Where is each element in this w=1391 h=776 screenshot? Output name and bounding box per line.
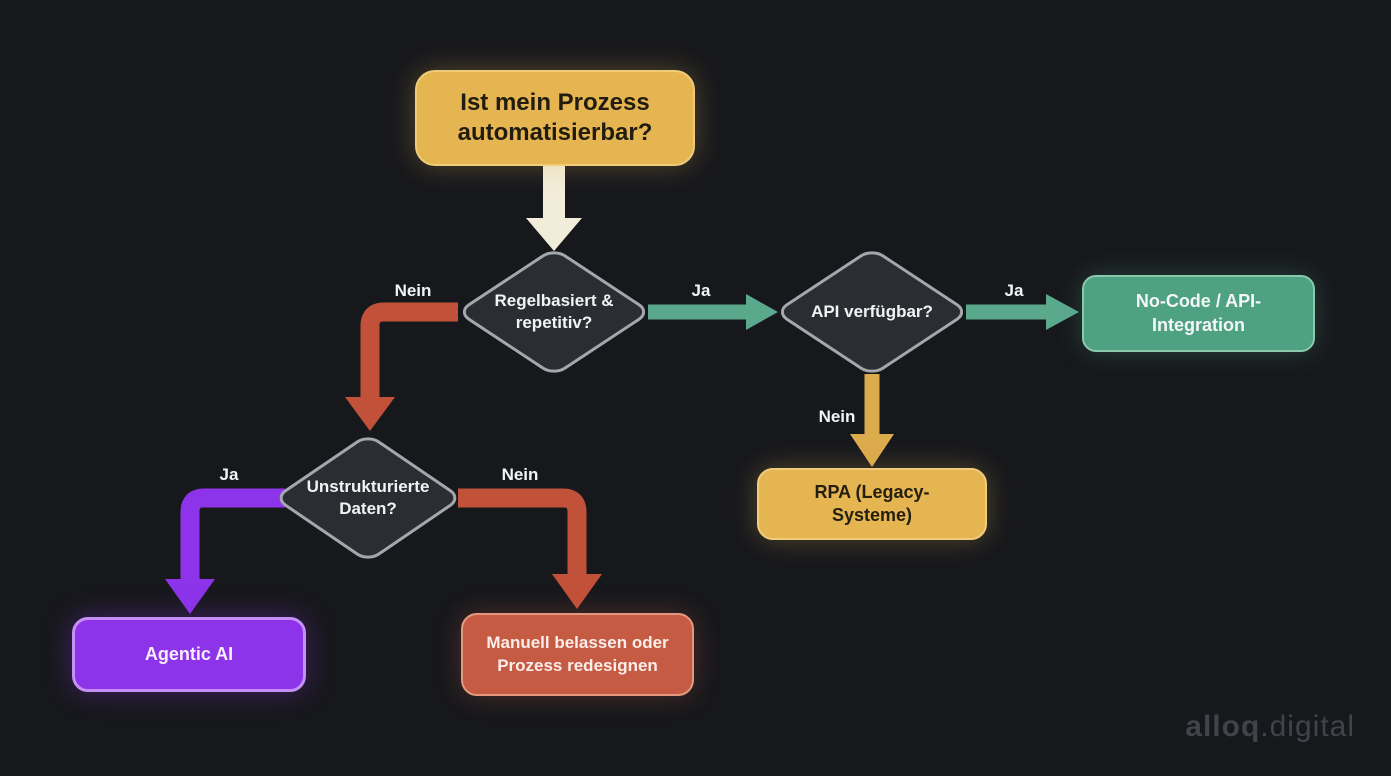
edge-unstructured-nein-line: [458, 488, 587, 577]
edge-unstructured-nein-arrowhead: [552, 574, 602, 609]
edge-label-unstructured-nein: Nein: [501, 465, 539, 484]
edge-rule-ja-arrowhead: [746, 294, 778, 330]
node-rpa: RPA (Legacy-Systeme): [757, 468, 987, 540]
brand-watermark-bold: alloq: [1185, 710, 1261, 743]
edge-label-unstructured-ja: Ja: [219, 465, 239, 484]
edge-label-rule-nein: Nein: [394, 281, 432, 300]
decision-api-shape: [776, 249, 968, 376]
node-agentic-ai: Agentic AI: [72, 617, 306, 692]
edge-rule-nein-line: [360, 302, 458, 400]
decision-unstructured-shape: [275, 435, 461, 562]
node-no-code-label: No-Code / API-Integration: [1135, 291, 1262, 335]
edge-api-nein-arrowhead: [850, 434, 894, 467]
node-manual: Manuell belassen oder Prozess redesignen: [461, 613, 694, 696]
brand-watermark-light: .digital: [1260, 710, 1355, 743]
edge-unstructured-ja-arrowhead: [165, 579, 215, 614]
decision-unstructured-label: Unstrukturierte Daten?: [306, 476, 430, 518]
edge-label-api-ja: Ja: [1004, 281, 1024, 300]
edge-unstructured-ja-line: [180, 488, 285, 582]
edge-rule-nein-arrowhead: [345, 397, 395, 431]
edge-start-down-arrowhead: [526, 218, 582, 251]
node-agentic-ai-label: Agentic AI: [144, 643, 234, 664]
node-no-code: No-Code / API-Integration: [1082, 275, 1315, 352]
edge-label-api-nein: Nein: [818, 407, 856, 426]
decision-api-label: API verfügbar?: [811, 301, 933, 321]
node-start-label: Ist mein Prozess automatisierbar?: [457, 89, 653, 146]
edge-label-rule-ja: Ja: [691, 281, 711, 300]
edge-api-ja-arrowhead: [1046, 294, 1079, 330]
decision-rule-based-shape: [458, 249, 650, 376]
decision-rule-based-label: Regelbasiert & repetitiv?: [494, 290, 614, 332]
node-manual-label: Manuell belassen oder Prozess redesignen: [486, 633, 669, 675]
node-start: Ist mein Prozess automatisierbar?: [415, 70, 695, 166]
node-rpa-label: RPA (Legacy-Systeme): [814, 481, 930, 525]
brand-watermark: alloq.digital: [1185, 710, 1355, 744]
